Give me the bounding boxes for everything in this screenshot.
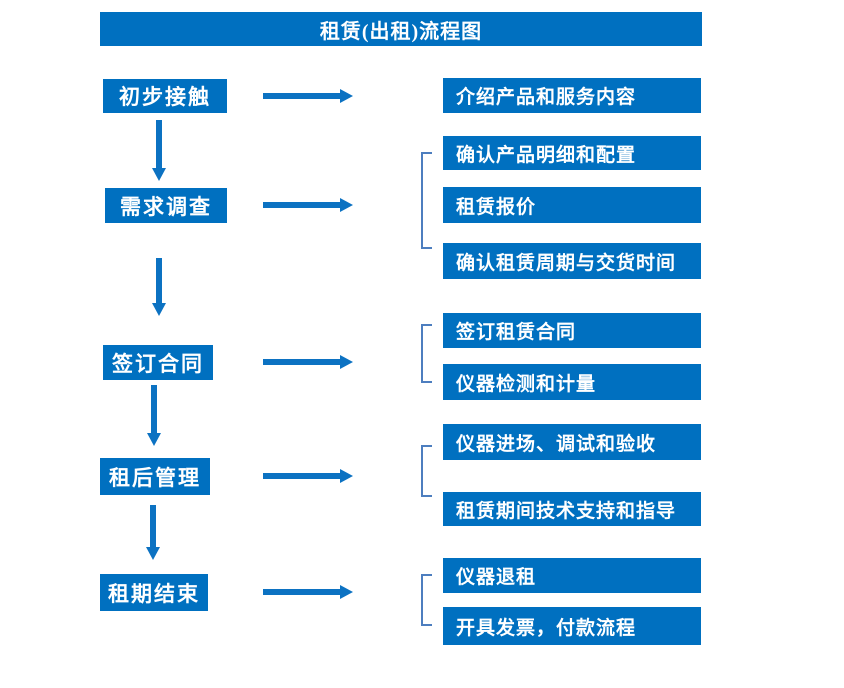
output-box: 确认租赁周期与交货时间: [443, 243, 701, 279]
flow-right-arrow-icon: [340, 355, 353, 369]
stage-box: 签订合同: [103, 345, 213, 380]
flow-down-arrow-shaft: [151, 385, 157, 433]
output-box: 开具发票，付款流程: [443, 607, 701, 645]
flow-down-arrow-shaft: [156, 120, 162, 168]
output-box: 租赁报价: [443, 187, 701, 223]
flow-down-arrow-shaft: [150, 505, 156, 547]
group-bracket: [421, 152, 432, 249]
flow-right-arrow-shaft: [263, 359, 340, 365]
flow-down-arrow-icon: [146, 547, 160, 560]
output-box: 确认产品明细和配置: [443, 136, 701, 170]
output-box: 仪器检测和计量: [443, 364, 701, 400]
output-box: 介绍产品和服务内容: [443, 78, 701, 113]
flowchart-title: 租赁(出租)流程图: [100, 12, 702, 46]
flow-right-arrow-icon: [340, 585, 353, 599]
flow-right-arrow-icon: [340, 198, 353, 212]
output-box: 签订租赁合同: [443, 313, 701, 348]
stage-box: 需求调查: [105, 188, 227, 223]
group-bracket: [421, 324, 432, 383]
stage-box: 初步接触: [103, 79, 227, 113]
flow-down-arrow-icon: [152, 303, 166, 316]
flow-right-arrow-shaft: [263, 589, 340, 595]
flow-down-arrow-icon: [152, 168, 166, 181]
flow-down-arrow-icon: [147, 433, 161, 446]
output-box: 仪器进场、调试和验收: [443, 424, 701, 460]
flow-right-arrow-shaft: [263, 93, 340, 99]
flow-right-arrow-shaft: [263, 202, 340, 208]
output-box: 租赁期间技术支持和指导: [443, 492, 701, 526]
stage-box: 租期结束: [100, 574, 208, 611]
flow-right-arrow-shaft: [263, 473, 340, 479]
stage-box: 租后管理: [100, 458, 210, 495]
flow-down-arrow-shaft: [156, 258, 162, 303]
group-bracket: [421, 445, 432, 497]
flow-right-arrow-icon: [340, 469, 353, 483]
flow-right-arrow-icon: [340, 89, 353, 103]
output-box: 仪器退租: [443, 558, 701, 593]
group-bracket: [421, 574, 432, 626]
